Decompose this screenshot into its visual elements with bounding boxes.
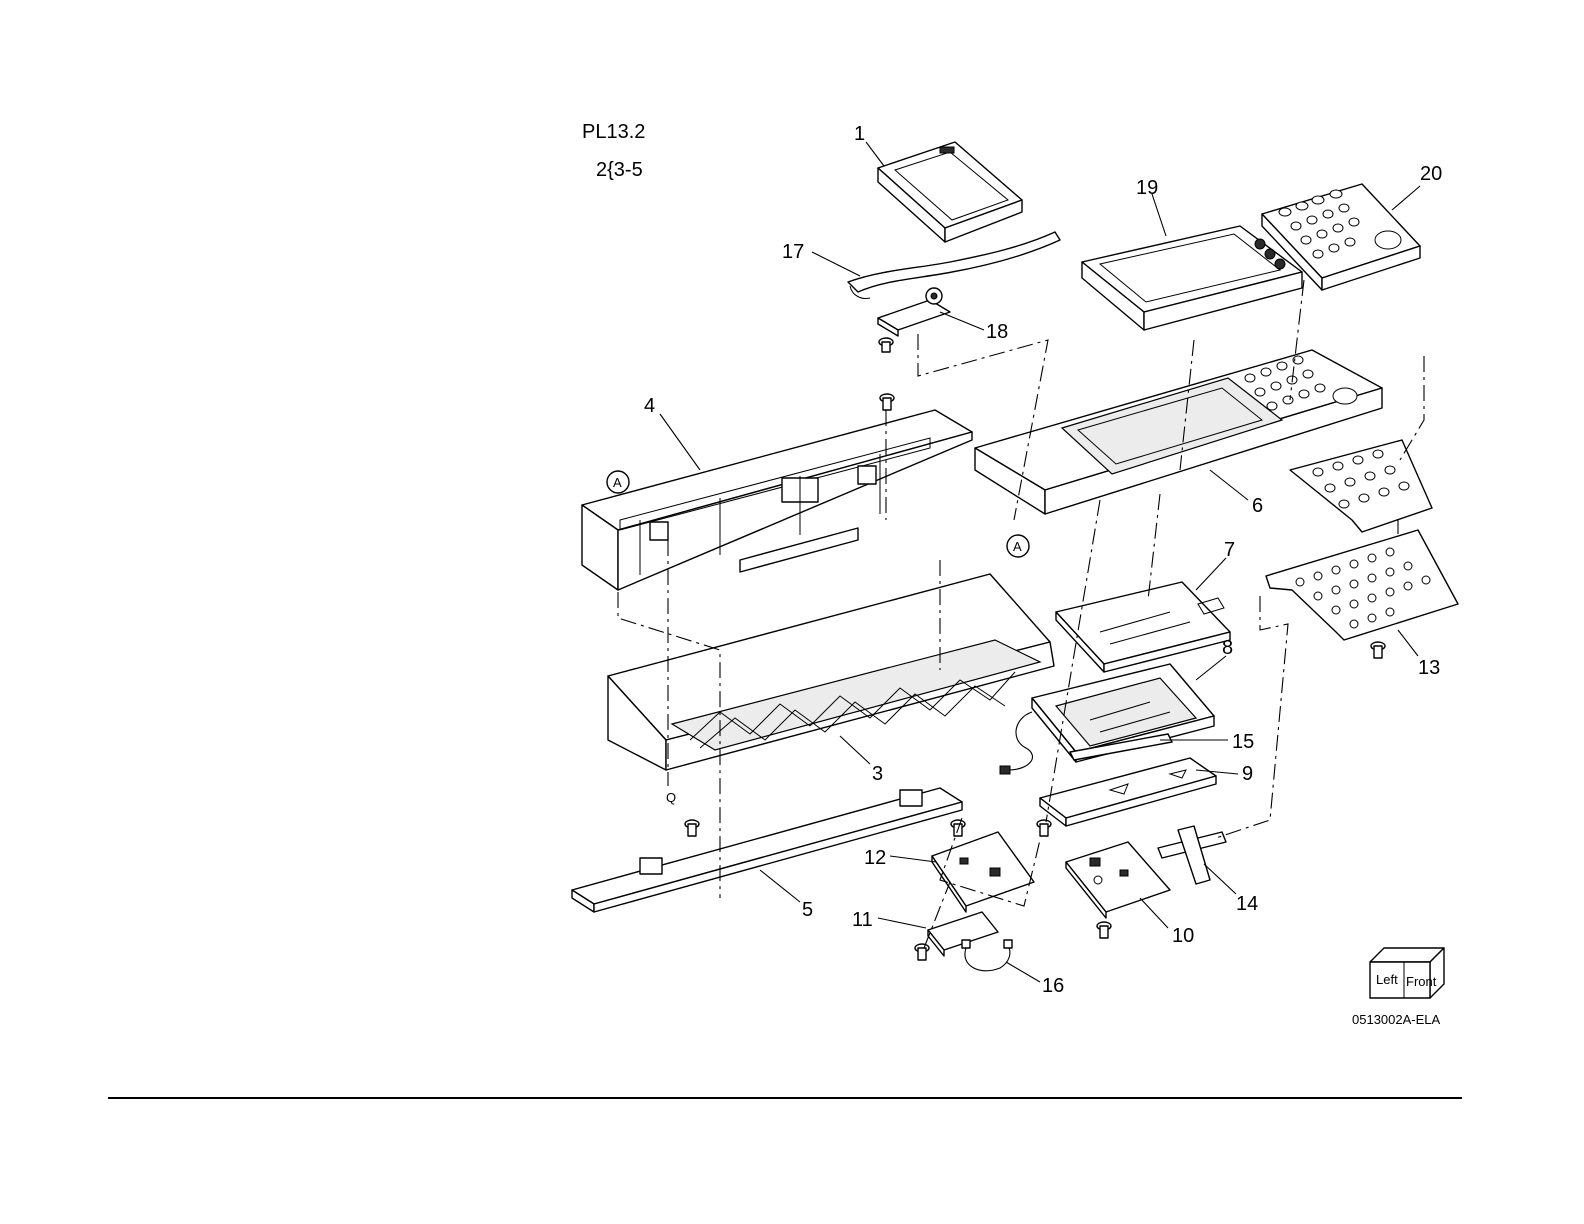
callout-14: 14 xyxy=(1236,893,1258,915)
callout-10: 10 xyxy=(1172,925,1194,947)
orientation-cube-icon: Left Front xyxy=(1370,948,1444,998)
part-18-bracket xyxy=(878,288,950,336)
part-17-ribbon-cable xyxy=(848,232,1060,299)
connector-mark-a-right: A xyxy=(1007,535,1029,557)
screw-icon xyxy=(879,338,893,352)
svg-text:A: A xyxy=(613,475,622,490)
part-19-display-bezel xyxy=(1082,226,1302,330)
part-1-cover xyxy=(878,142,1022,242)
footer-rule xyxy=(108,1097,1462,1099)
callout-9: 9 xyxy=(1242,763,1253,785)
subitem-range: 2{3-5 xyxy=(596,159,643,181)
part-5-lower-rail xyxy=(572,788,962,912)
svg-text:A: A xyxy=(1013,539,1022,554)
connector-mark-q: Q xyxy=(666,790,676,805)
part-9-bracket xyxy=(1040,758,1216,826)
callout-12: 12 xyxy=(864,847,886,869)
cube-left-label: Left xyxy=(1376,972,1398,987)
screw-icon xyxy=(1371,642,1385,658)
plate-id: PL13.2 xyxy=(582,121,645,143)
callout-3: 3 xyxy=(872,763,883,785)
screw-icon xyxy=(1037,820,1051,836)
callout-7: 7 xyxy=(1224,539,1235,561)
callout-18: 18 xyxy=(986,321,1008,343)
part-11-small-pwb xyxy=(928,912,998,956)
cube-front-label: Front xyxy=(1406,974,1437,989)
callout-4: 4 xyxy=(644,395,655,417)
callout-15: 15 xyxy=(1232,731,1254,753)
part-3-lower-housing xyxy=(608,574,1054,770)
part-10-pwb xyxy=(1066,842,1170,918)
part-7-touch-glass xyxy=(1056,582,1230,672)
screw-icon xyxy=(685,820,699,836)
screw-icon xyxy=(915,944,929,960)
callout-8: 8 xyxy=(1222,637,1233,659)
callout-20: 20 xyxy=(1420,163,1442,185)
callout-19: 19 xyxy=(1136,177,1158,199)
part-4-metal-frame xyxy=(582,410,972,590)
connector-mark-a-left: A xyxy=(607,471,629,493)
part-8-lcd-module xyxy=(1000,664,1214,774)
callout-13: 13 xyxy=(1418,657,1440,679)
callout-17: 17 xyxy=(782,241,804,263)
figure-code: 0513002A-ELA xyxy=(1352,1012,1441,1027)
callout-11: 11 xyxy=(852,909,873,931)
callout-1: 1 xyxy=(854,123,865,145)
callout-16: 16 xyxy=(1042,975,1064,997)
part-16-harness xyxy=(962,940,1012,971)
screw-icon xyxy=(1097,922,1111,938)
part-13-keypad-pwb xyxy=(1266,530,1458,640)
keypad-rubber-sheet xyxy=(1290,440,1432,532)
part-12-pwb xyxy=(932,832,1034,912)
callout-5: 5 xyxy=(802,899,813,921)
screw-icon xyxy=(880,394,894,410)
callout-6: 6 xyxy=(1252,495,1263,517)
